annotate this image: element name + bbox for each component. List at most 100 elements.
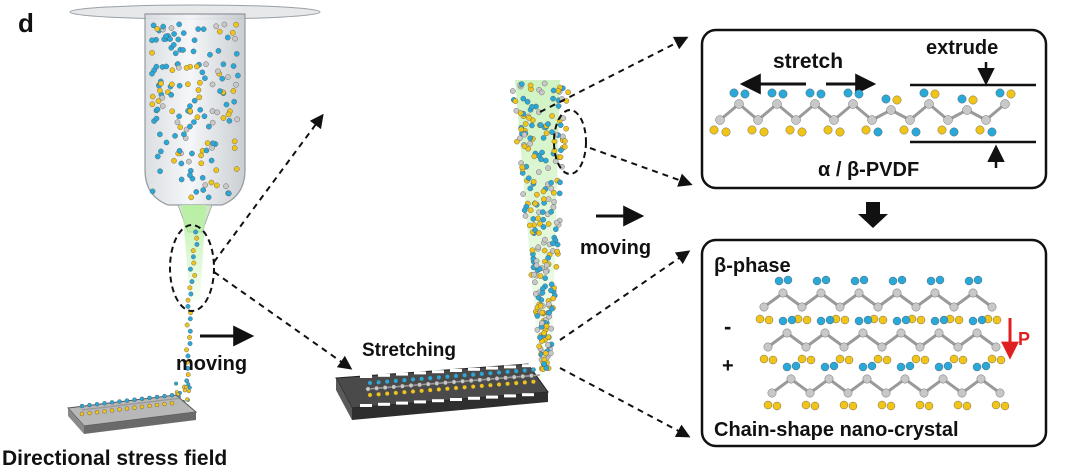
atom-f	[759, 354, 769, 364]
plate-dash	[468, 396, 480, 400]
atom-h	[791, 361, 801, 371]
atom-c	[468, 378, 474, 383]
atom-f	[384, 391, 390, 396]
atom-f	[949, 354, 959, 364]
particle	[557, 154, 564, 160]
atom-f	[873, 354, 883, 364]
atom-h	[376, 379, 381, 385]
particle	[535, 244, 542, 250]
atom-c	[759, 302, 769, 312]
atom-f	[367, 392, 373, 398]
particle	[233, 51, 240, 57]
particle	[210, 140, 216, 147]
nano-crystal-caption: Chain-shape nano-crystal	[714, 419, 959, 441]
atom-c	[976, 374, 986, 384]
particle	[174, 119, 181, 126]
particle	[525, 175, 532, 182]
atom-f	[154, 402, 160, 408]
particle	[539, 290, 546, 296]
beta-chains	[755, 275, 1010, 411]
atom-c	[715, 115, 725, 125]
plate-dash	[522, 393, 534, 397]
particle	[553, 263, 560, 270]
atom-f	[848, 401, 858, 411]
atom-f	[877, 400, 887, 410]
plate-dash	[396, 372, 408, 376]
atom-h	[968, 95, 978, 105]
plate-dash	[486, 366, 498, 370]
atom-c	[763, 342, 773, 352]
particle	[226, 190, 232, 197]
atom-h	[905, 361, 915, 371]
particle	[213, 23, 219, 30]
plate-dash	[414, 371, 426, 375]
atom-h	[816, 316, 826, 326]
particle	[532, 279, 538, 286]
atom-c	[382, 385, 388, 390]
particle	[157, 131, 163, 138]
particle	[194, 235, 200, 241]
particle	[557, 179, 563, 186]
atom-h	[943, 361, 953, 371]
particle	[185, 365, 191, 371]
atom-f	[878, 315, 888, 325]
particle	[186, 382, 191, 387]
atom-f	[709, 125, 719, 135]
bond	[104, 405, 113, 408]
atom-f	[954, 315, 964, 325]
particle	[193, 189, 200, 195]
atom-h	[154, 394, 160, 400]
atom-h	[109, 400, 115, 405]
particle	[553, 226, 559, 233]
atom-c	[858, 328, 868, 338]
particle	[192, 272, 198, 278]
atom-h	[147, 395, 152, 401]
particle	[163, 63, 170, 70]
particle	[174, 381, 179, 386]
atom-f	[393, 390, 399, 396]
atom-h	[892, 316, 902, 326]
particle	[187, 123, 193, 130]
stretch-label: stretch	[773, 50, 843, 73]
particle	[549, 113, 555, 119]
atom-f	[513, 380, 519, 386]
particle	[180, 30, 187, 36]
atom-c	[485, 376, 491, 382]
particle	[530, 216, 537, 222]
atom-f	[802, 315, 812, 325]
atom-c	[886, 105, 896, 115]
atom-h	[444, 374, 450, 380]
atom-f	[132, 405, 137, 410]
particle	[224, 34, 231, 41]
atom-f	[721, 127, 731, 137]
particle	[199, 69, 206, 76]
atom-h	[367, 380, 373, 386]
particle	[557, 122, 564, 128]
atom-c	[968, 288, 978, 298]
particle	[208, 157, 215, 164]
particle	[555, 88, 562, 94]
particle	[219, 75, 226, 82]
particle	[548, 325, 555, 332]
particle	[215, 48, 222, 54]
atom-c	[835, 302, 845, 312]
particle	[541, 361, 548, 367]
particle	[154, 26, 161, 32]
particle	[181, 131, 187, 138]
particle	[206, 123, 212, 130]
atom-h	[881, 94, 891, 104]
atom-h	[892, 95, 902, 105]
atom-c	[425, 381, 431, 387]
polarization-label: P	[1018, 329, 1030, 349]
particle	[536, 343, 542, 350]
moving-label-middle: moving	[580, 237, 651, 259]
atom-h	[897, 275, 907, 285]
atom-f	[958, 355, 968, 365]
atom-h	[427, 375, 433, 381]
particle	[223, 183, 229, 189]
particle	[527, 185, 534, 192]
particle	[231, 145, 238, 151]
particle	[187, 108, 193, 114]
atom-h	[919, 88, 929, 98]
